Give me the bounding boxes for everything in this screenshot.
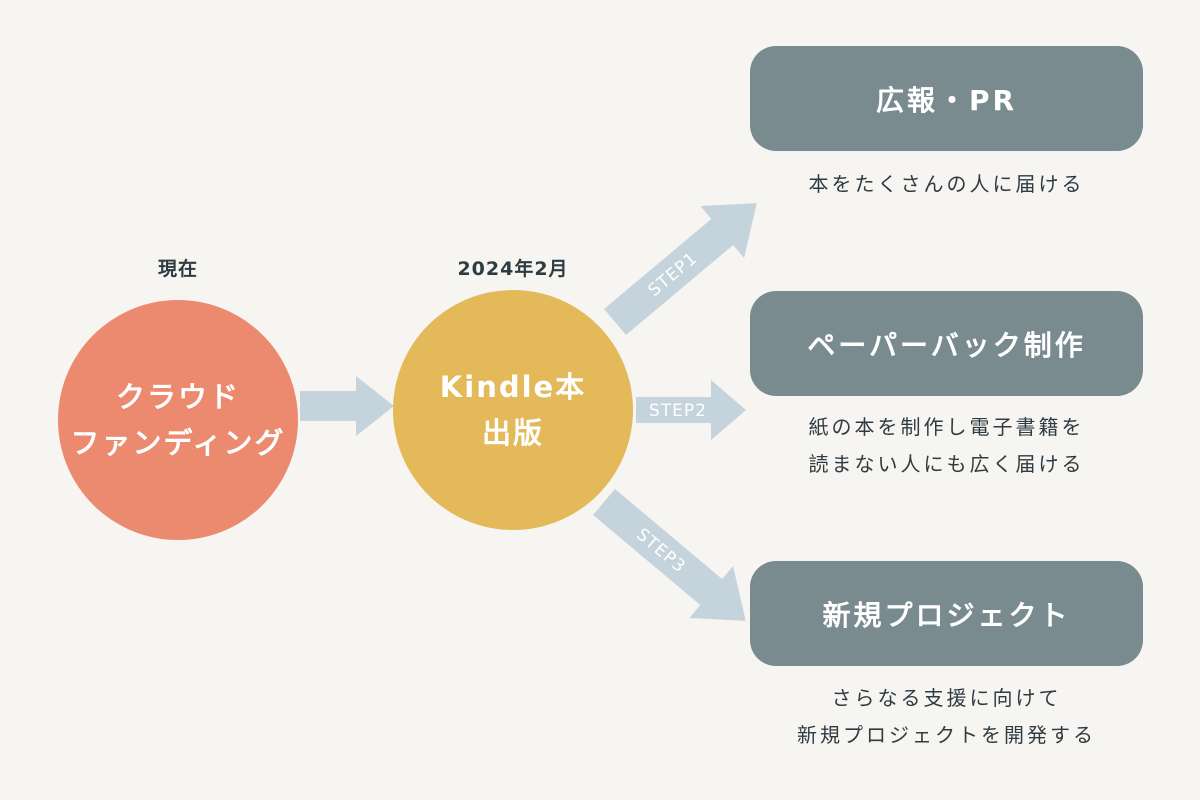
goal-project-description: さらなる支援に向けて 新規プロジェクトを開発する: [740, 680, 1153, 754]
arrow-step2: STEP2: [636, 380, 746, 440]
goal-pr-desc-line-1: 本をたくさんの人に届ける: [808, 172, 1085, 196]
goal-paperback-desc-line-1: 紙の本を制作し電子書籍を: [808, 415, 1085, 439]
stage-now-line-1: クラウド: [115, 380, 240, 414]
step2-label: STEP2: [649, 401, 707, 421]
stage-kindle-label: 2024年2月: [457, 258, 569, 280]
goal-project-desc-line-1: さらなる支援に向けて: [831, 686, 1062, 710]
stage-now-label: 現在: [157, 258, 198, 280]
goal-pr-title: 広報・PR: [875, 83, 1018, 117]
goal-box-project: 新規プロジェクト: [750, 561, 1143, 666]
goal-paperback-title: ペーパーバック制作: [807, 328, 1086, 362]
stage-kindle-line-1: Kindle本: [439, 370, 587, 404]
stage-now-line-2: ファンディング: [70, 426, 286, 460]
goal-project-title: 新規プロジェクト: [822, 598, 1071, 632]
stage-kindle-line-2: 出版: [481, 416, 544, 450]
goal-box-paperback: ペーパーバック制作: [750, 291, 1143, 396]
arrow-step3: STEP3: [593, 488, 746, 621]
goal-project-desc-line-2: 新規プロジェクトを開発する: [797, 723, 1096, 747]
stage-kindle-circle: Kindle本 出版: [393, 290, 633, 530]
goal-paperback-description: 紙の本を制作し電子書籍を 読まない人にも広く届ける: [740, 409, 1153, 483]
goal-paperback-desc-line-2: 読まない人にも広く届ける: [808, 452, 1085, 476]
goal-pr-description: 本をたくさんの人に届ける: [740, 166, 1153, 203]
arrow-now-to-kindle: [300, 376, 394, 436]
stage-now-circle: クラウド ファンディング: [58, 300, 298, 540]
goal-box-pr: 広報・PR: [750, 46, 1143, 151]
